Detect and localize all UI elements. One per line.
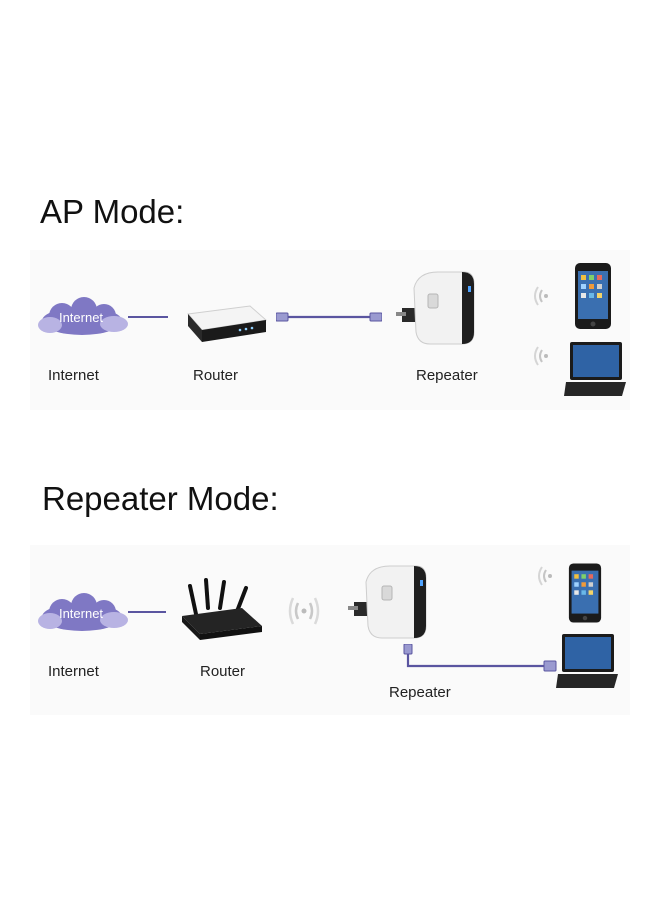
rp-wifi-link-icon — [288, 597, 320, 625]
rp-internet-cloud-icon: Internet — [38, 593, 128, 631]
ap-mode-panel — [30, 250, 630, 410]
ap-laptop-icon — [564, 342, 626, 396]
ap-repeater-icon — [396, 271, 475, 345]
rp-ethernet-cable — [403, 644, 557, 672]
rp-repeater-label: Repeater — [389, 684, 451, 701]
ap-router-label: Router — [193, 367, 239, 384]
ap-router-icon — [187, 305, 268, 342]
rp-internet-router-line — [128, 611, 166, 613]
rp-cloud-text: Internet — [59, 606, 103, 621]
repeater-mode-title: Repeater Mode: — [42, 480, 279, 517]
rp-repeater-icon — [348, 565, 427, 639]
ap-internet-router-line — [128, 316, 168, 318]
ap-internet-cloud-icon: Internet — [38, 297, 128, 335]
rp-laptop-icon — [556, 634, 618, 688]
rp-internet-label: Internet — [48, 663, 99, 680]
ap-phone-icon — [575, 263, 611, 329]
rp-router-icon — [182, 578, 262, 640]
rp-wifi-phone-icon — [538, 566, 552, 586]
ap-repeater-label: Repeater — [416, 367, 478, 384]
ap-wifi-phone-icon — [534, 286, 548, 306]
ap-wifi-laptop-icon — [534, 346, 548, 366]
repeater-mode-panel — [30, 545, 630, 715]
ap-mode-title: AP Mode: — [40, 193, 185, 230]
rp-phone-icon — [568, 563, 602, 623]
rp-router-label: Router — [200, 663, 246, 680]
ap-cloud-text: Internet — [59, 310, 103, 325]
ap-ethernet-cable — [276, 312, 382, 322]
ap-internet-label: Internet — [48, 367, 99, 384]
